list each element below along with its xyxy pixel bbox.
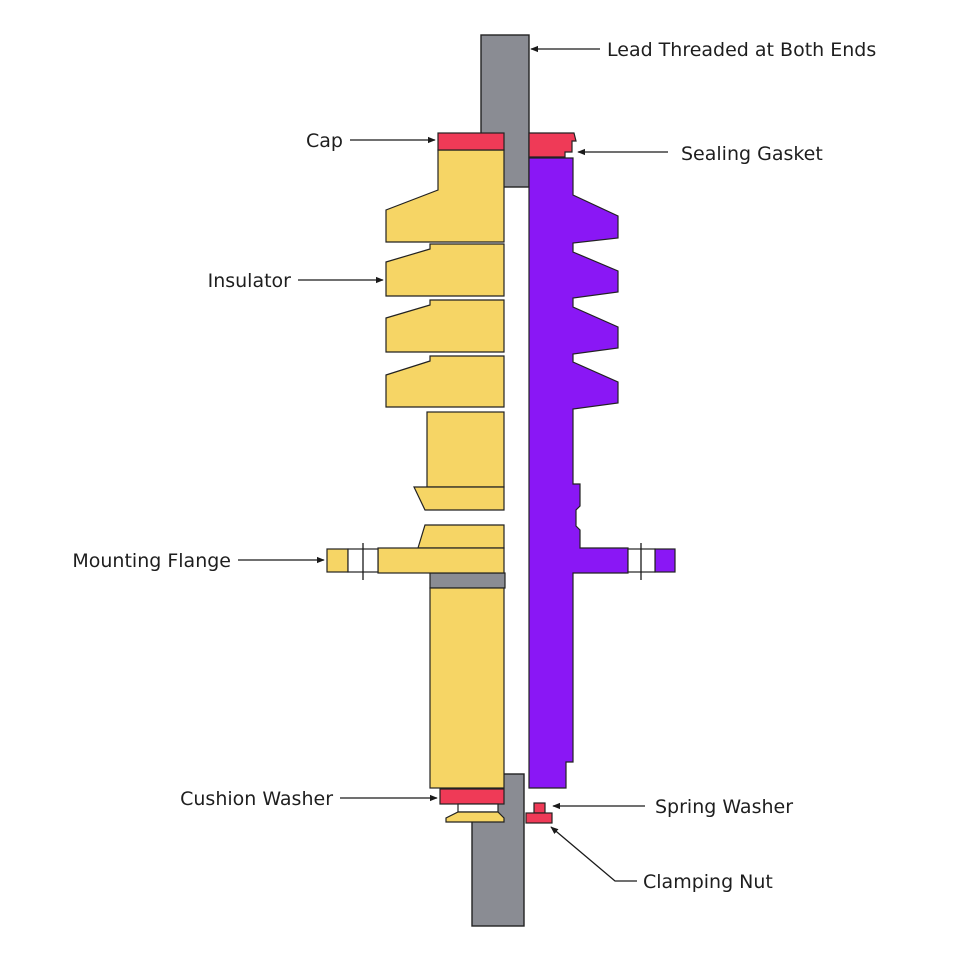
insulator-recess-upper [413,486,505,511]
insulator-left-half [326,149,505,789]
insulator-section-right-half [528,157,676,789]
label-cushion-washer: Cushion Washer [180,788,333,810]
cushion-washer-spacer [457,803,499,813]
mounting-flange-lip [326,548,349,573]
label-clamping-nut: Clamping Nut [643,871,773,893]
insulator-lower-body [429,587,505,789]
label-spring-washer: Spring Washer [655,796,793,818]
label-mounting-flange: Mounting Flange [72,550,231,572]
cushion-washer [439,788,505,805]
cushion-washer-base [445,811,505,823]
mounting-flange-plate [377,547,505,574]
leader-clamping-nut [550,826,637,882]
spring-washer [533,802,546,814]
insulator-shed-3 [385,355,505,408]
cap-and-gasket [437,132,577,158]
label-lead: Lead Threaded at Both Ends [607,39,876,61]
insulator-shed-1 [385,243,505,297]
label-cap: Cap [306,130,343,152]
insulator-top-section [385,149,505,243]
mounting-flange-section-lip [654,548,676,573]
sealing-gasket [528,132,577,158]
label-insulator: Insulator [208,270,292,292]
cap [437,132,505,151]
labels: Lead Threaded at Both Ends Cap Sealing G… [72,39,876,893]
insulator-body [426,411,505,488]
insulator-shed-2 [385,299,505,353]
clamping-nut [525,812,553,824]
insulator-section-profile [528,157,629,789]
lead-sleeve-band [429,572,506,589]
bottom-hardware [439,788,553,824]
label-sealing-gasket: Sealing Gasket [681,143,823,165]
leader-lines [238,45,668,882]
insulator-recess-lower [417,524,505,549]
